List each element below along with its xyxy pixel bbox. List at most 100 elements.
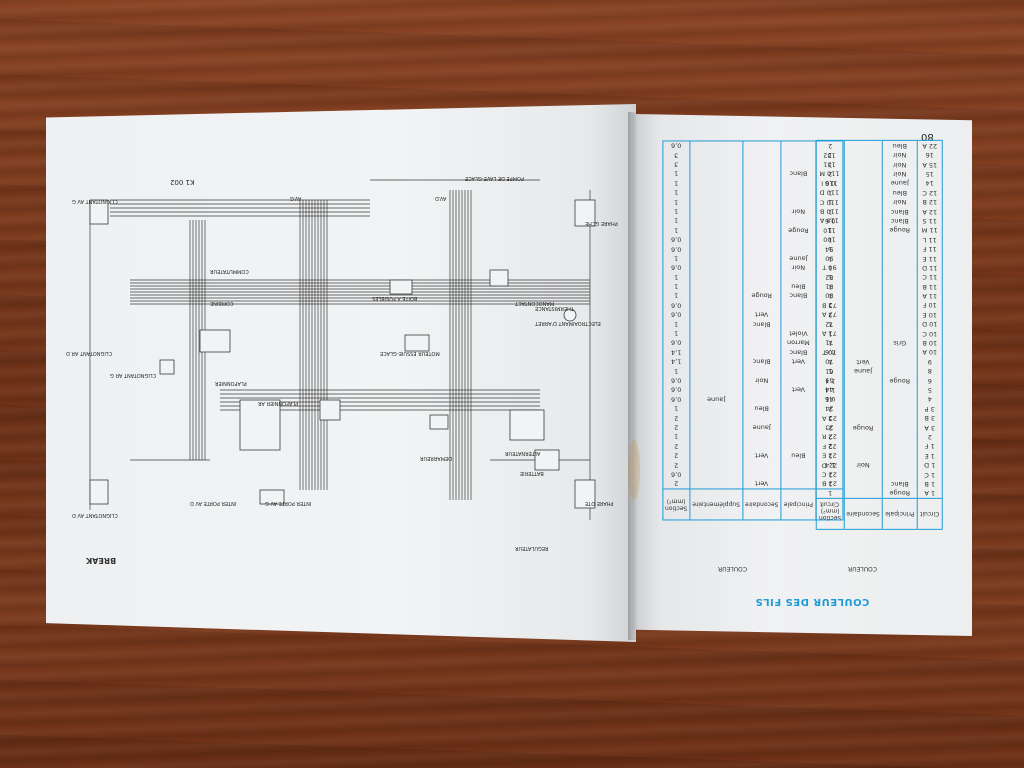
table-cell (780, 469, 816, 480)
table-cell (689, 272, 743, 282)
table-cell (843, 310, 883, 320)
table-cell (843, 150, 883, 160)
table-cell (780, 460, 816, 470)
table-cell (689, 347, 743, 357)
table-cell (689, 422, 743, 433)
table-cell (689, 413, 743, 423)
schematic-label: AV.D (435, 195, 447, 201)
table-cell: 12 C (917, 187, 943, 198)
component-box (574, 479, 596, 509)
table-cell: Vert (742, 479, 781, 489)
schematic-label: MANOCONTACT (515, 300, 555, 306)
component-box (199, 329, 231, 353)
table-cell (689, 140, 743, 151)
table-cell: 22 C (815, 469, 843, 480)
table-cell (780, 403, 816, 414)
table-cell: Jaune (742, 422, 781, 433)
table-cell: Bleu (882, 187, 918, 198)
table-cell: 72 (815, 319, 843, 329)
table-cell: 51 (815, 375, 843, 386)
table-cell: 10 D (917, 319, 943, 329)
table-cell: 70 T (815, 347, 843, 357)
table-cell (780, 159, 816, 170)
table-cell: 0,6 (662, 234, 690, 245)
table-cell (843, 300, 883, 311)
table-cell (843, 328, 883, 339)
table-cell (689, 432, 743, 442)
paper-stain (628, 440, 640, 500)
table-cell: 0,6 (662, 394, 690, 404)
table-cell: 10 E (917, 310, 943, 320)
table-cell: 0,6 (662, 469, 690, 480)
table-cell (742, 178, 781, 188)
table-cell: 14 (917, 178, 943, 188)
schematic-label: BOITE A FUSIBLES (372, 295, 418, 301)
table-cell: 11 M (917, 225, 943, 235)
table-cell: 1 (662, 432, 690, 442)
table-cell: 12 A (917, 206, 943, 217)
table-cell: 11 F (917, 244, 943, 254)
table-cell: 22 B (815, 479, 843, 489)
schematic-label: ELECTROAIMANT D'ARRET (535, 320, 601, 326)
table-cell (882, 469, 918, 480)
table-cell (882, 253, 918, 264)
table-cell: 2 (662, 422, 690, 433)
component-box (534, 449, 560, 471)
table-cell: Bleu (882, 140, 918, 151)
schematic-label: BATTERIE (520, 470, 544, 476)
table-cell (882, 300, 918, 311)
schematic-label: POMPE DE LAVE-GLACE (465, 175, 524, 181)
column-header: Secondaire (742, 488, 781, 520)
table-cell (882, 422, 918, 433)
table-cell: 1 (662, 225, 690, 235)
table-cell (742, 441, 781, 451)
table-cell: Violet (780, 328, 816, 339)
table-cell (780, 375, 816, 386)
table-cell (843, 432, 883, 442)
component-box (319, 399, 341, 421)
table-cell (780, 300, 816, 311)
schematic-label: REGULATEUR (515, 545, 549, 551)
schematic-label: CLIGNOTANT AV D (72, 512, 118, 518)
component-box (89, 199, 109, 225)
table-cell (689, 403, 743, 414)
table-cell (780, 479, 816, 489)
schematic-label: PLAFONNIER (215, 380, 247, 386)
table-cell: 1 C (917, 469, 943, 480)
table-cell: 41 (815, 394, 843, 404)
table-cell (815, 140, 843, 151)
table-cell (689, 460, 743, 470)
table-cell (742, 187, 781, 198)
table-cell: 5 (917, 385, 943, 395)
table-cell: 15 (917, 169, 943, 179)
table-cell (882, 319, 918, 329)
table-cell (689, 375, 743, 386)
schematic-label: COMMUTATEUR (210, 268, 249, 274)
table-cell (689, 310, 743, 320)
table-cell (689, 469, 743, 480)
table-cell (780, 197, 816, 207)
table-cell: 11 B (917, 281, 943, 292)
component-box (389, 279, 413, 295)
table-cell: 1 (662, 403, 690, 414)
table-cell: 22 D (815, 460, 843, 470)
table-cell (689, 225, 743, 235)
color-group-header: COULEUR (718, 565, 747, 572)
table-cell: Blanc (882, 206, 918, 217)
table-cell: 132 (815, 150, 843, 160)
table-cell: 81 (815, 281, 843, 292)
table-cell (780, 187, 816, 198)
schematic-label: CLIGNOTANT AR G (110, 372, 157, 378)
table-cell (689, 169, 743, 179)
table-cell: 0,6 (662, 244, 690, 254)
table-cell: 11 E (917, 253, 943, 264)
